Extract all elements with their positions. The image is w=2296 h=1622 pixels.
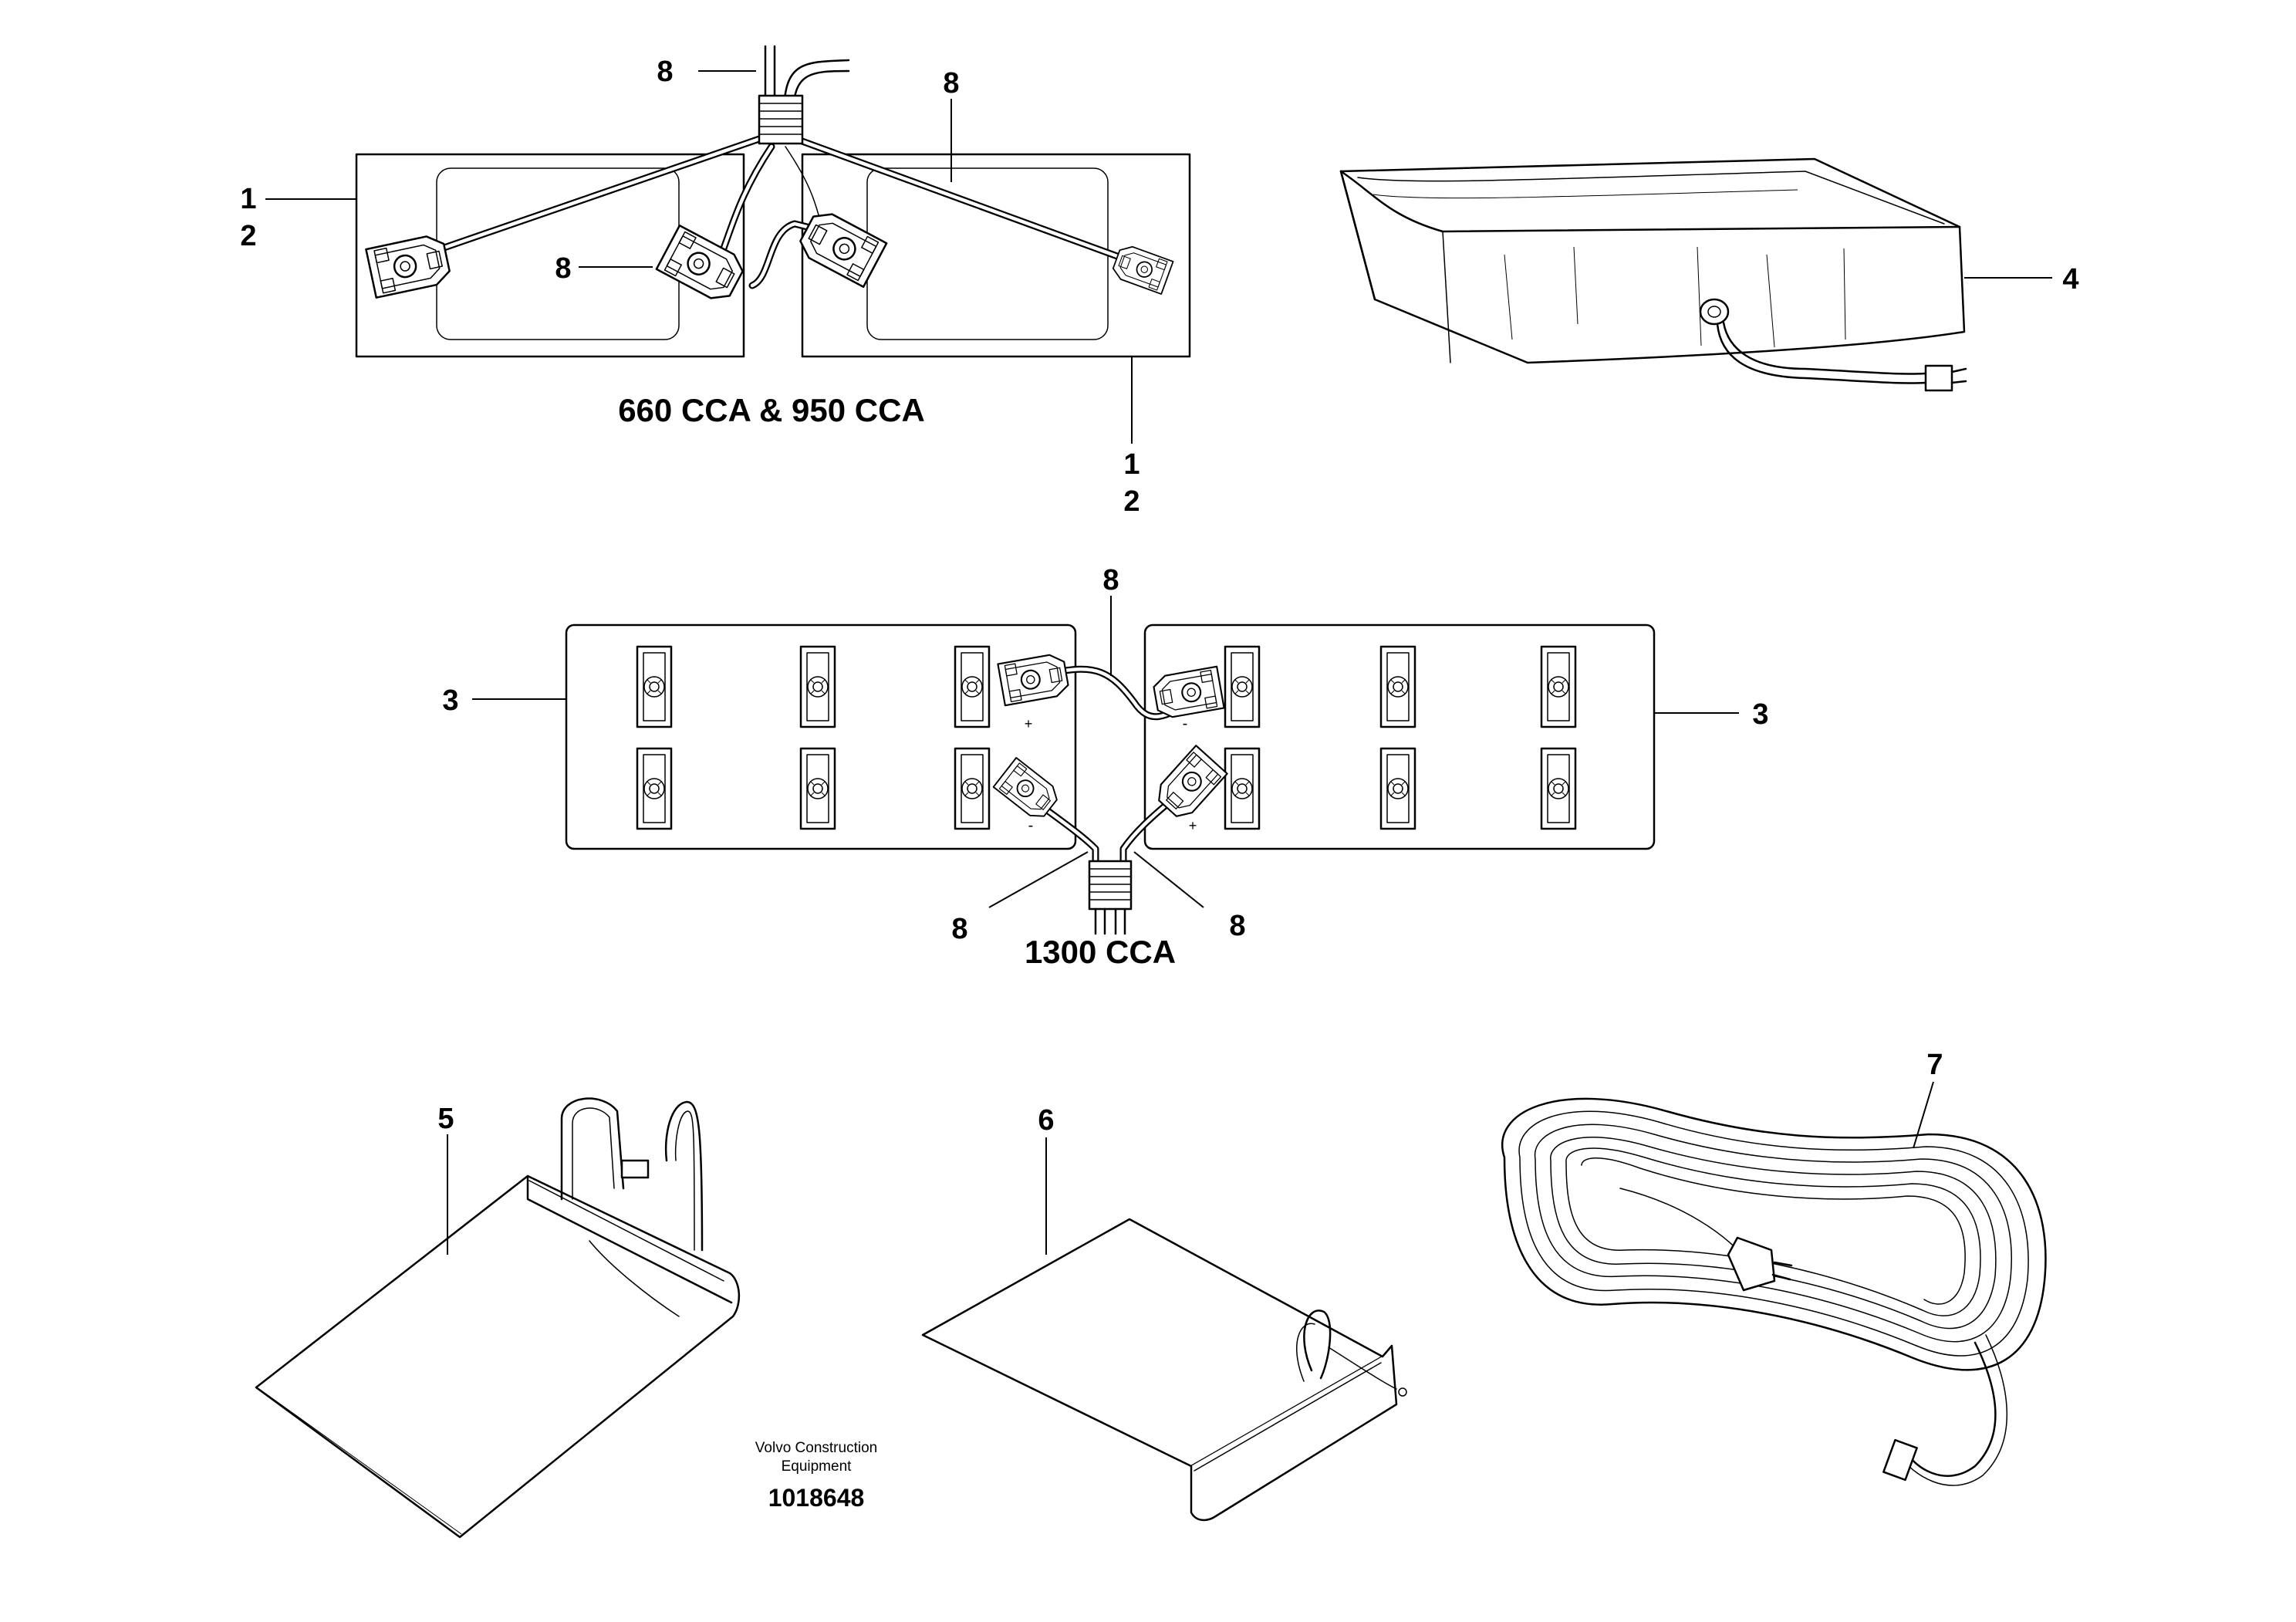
heater-plate-6: 6 [921,1104,1407,1522]
battery-right-1300 [1143,623,1656,850]
terminal-mark-right-top: - [1183,715,1188,732]
terminal-clamp-top-left [997,651,1071,707]
callout-bottom-right-8: 8 [1229,910,1245,942]
callout-right-battery-1: 1 [1123,448,1140,481]
battery-right-top [866,167,1109,340]
footer: Volvo Construction Equipment 1018648 [755,1440,877,1512]
terminal-mark-left-bottom: - [1028,817,1034,834]
terminal-clamp-center-right [794,206,888,288]
cell-cap-icon [1379,645,1416,728]
battery-left-1300 [565,623,1077,850]
cell-cap-icon [636,645,673,728]
plug-icon [1924,364,1953,392]
callout-right-battery-3: 3 [1752,698,1768,731]
document-number: 1018648 [768,1484,865,1512]
cell-cap-icon [1540,645,1577,728]
callout-center-terminal: 8 [555,252,571,285]
caption-660-950-cca: 660 CCA & 950 CCA [618,392,925,428]
cell-cap-icon [799,645,836,728]
callout-heater-plate-6: 6 [1038,1104,1054,1137]
callout-left-battery-3: 3 [442,684,458,717]
terminal-clamp-right [1109,242,1174,295]
caption-1300-cca: 1300 CCA [1025,934,1176,970]
callout-left-battery-2: 2 [240,220,256,252]
cell-cap-icon [954,645,991,728]
cell-cap-icon [1224,747,1261,830]
terminal-mark-right-bottom: + [1189,818,1197,833]
cell-cap-icon [636,747,673,830]
battery-left [355,153,745,358]
callout-right-battery-2: 2 [1123,485,1140,518]
battery-pair-1300: + - - + 8 3 3 8 8 1300 CCA [442,564,1768,970]
callout-top-harness: 8 [657,56,673,88]
terminal-clamp-top-right [1151,665,1225,721]
callout-middle-link: 8 [1102,564,1119,596]
battery-harness-cable [411,45,1138,289]
cell-cap-icon [1224,645,1261,728]
terminal-clamp-left [365,232,453,299]
heater-plate-5: 5 [255,1097,741,1539]
cell-cap-icon [1540,747,1577,830]
leader-bottom-left [988,851,1089,908]
plug-icon [1727,1236,1776,1292]
terminal-clamp-center-left [655,225,749,306]
extension-cord-coil-7: 7 [1501,1049,2047,1486]
battery-right [801,153,1191,358]
cell-cap-icon [954,747,991,830]
callout-bottom-left-8: 8 [951,913,967,945]
battery-pair-660-950: 8 8 1 2 8 1 2 660 CCA & 950 CCA [240,45,1191,518]
manufacturer-line-1: Volvo Construction [755,1440,877,1456]
manufacturer-line-2: Equipment [782,1458,853,1475]
battery-blanket: 4 [1339,157,2079,392]
callout-battery-blanket: 4 [2062,263,2078,296]
callout-right-harness: 8 [943,67,959,100]
leader-cord-7 [1913,1081,1934,1149]
terminal-mark-left-top: + [1025,716,1033,732]
callout-left-battery-1: 1 [240,183,256,215]
callout-heater-plate-5: 5 [437,1103,454,1135]
callout-extension-cord-7: 7 [1926,1049,1943,1081]
cell-cap-icon [799,747,836,830]
leader-bottom-right [1133,851,1204,908]
cell-cap-icon [1379,747,1416,830]
